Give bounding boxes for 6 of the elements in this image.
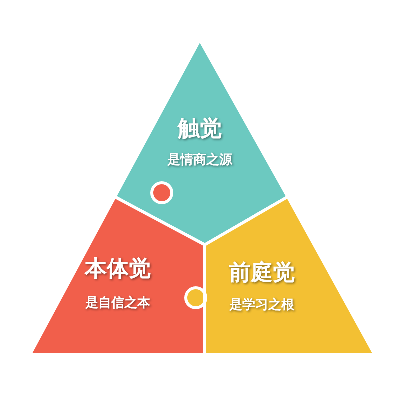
- subtitle-text: 是情商之源: [168, 152, 232, 169]
- subtitle-text: 是学习之根: [230, 296, 294, 314]
- subtitle-text: 是自信之本: [86, 294, 150, 312]
- heading-text: 触觉: [178, 116, 222, 144]
- heading-text: 前庭觉: [229, 260, 295, 288]
- heading-text: 本体觉: [85, 256, 151, 284]
